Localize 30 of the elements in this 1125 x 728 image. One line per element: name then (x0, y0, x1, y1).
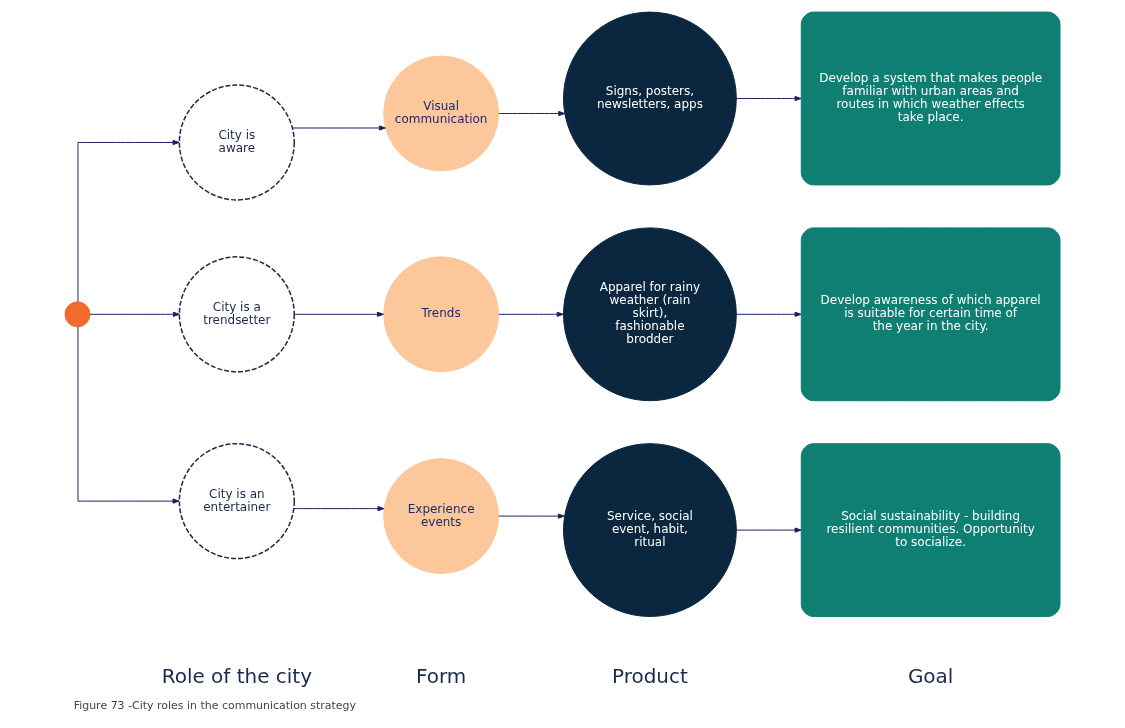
node-circle: Service, social event, habit, ritual (563, 443, 737, 617)
arrow (498, 311, 564, 317)
node-circle: Experience events (383, 458, 500, 575)
arrow (293, 311, 384, 317)
arrow (498, 513, 565, 519)
label: Product (612, 663, 688, 688)
node-circle: City is a trendsetter (178, 256, 295, 373)
node-box: Social sustainability - building resilient communities. Opportunity to socialize. (800, 443, 1061, 617)
node-circle (64, 301, 91, 328)
label: Form (415, 663, 467, 688)
arrow (77, 326, 180, 504)
node-box: Develop awareness of which apparel is suitable for certain time of the year in the city. (800, 227, 1061, 402)
arrow (89, 311, 180, 317)
label: Role of the city (161, 663, 312, 688)
arrow (735, 527, 802, 533)
node-circle: Visual communication (383, 55, 500, 172)
arrow (292, 125, 386, 131)
node-circle: Signs, posters, newsletters, apps (563, 11, 737, 186)
node-circle: Apparel for rainy weather (rain skirt), fashionable brodder (563, 227, 737, 402)
caption: Figure 73 -City roles in the communication strategy (73, 698, 357, 712)
label: Goal (907, 663, 954, 688)
arrow (735, 95, 802, 102)
arrow (498, 110, 566, 117)
arrow (293, 506, 385, 512)
arrow (735, 311, 802, 317)
node-circle: Trends (383, 256, 500, 373)
node-circle: City is an entertainer (178, 442, 295, 560)
node-circle: City is aware (178, 84, 295, 201)
arrow (77, 139, 180, 303)
node-box: Develop a system that makes people familiar with urban areas and routes in which weather effects take place. (800, 11, 1061, 186)
